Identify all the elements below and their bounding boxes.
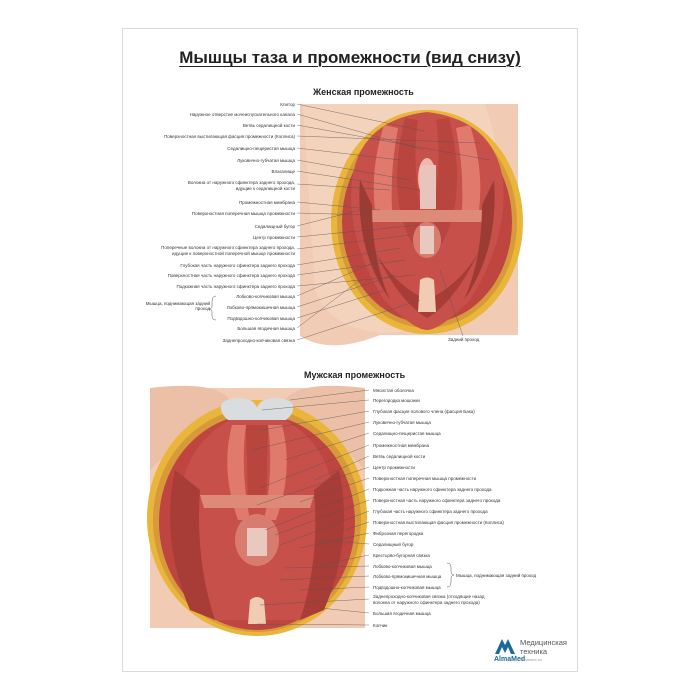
female-label: идущие к седалищной кости bbox=[235, 186, 295, 191]
male-label: волокна от наружного сфинктера заднего п… bbox=[373, 600, 480, 605]
female-label: Волокна от наружного сфинктера заднего п… bbox=[187, 180, 295, 185]
male-label: Глубокая фасция полового члена (фасция Б… bbox=[373, 409, 475, 414]
male-label: Подкожная часть наружного сфинктера задн… bbox=[373, 487, 492, 492]
male-group-label: Мышца, поднимающая задний проход bbox=[456, 573, 537, 578]
male-label: Седалищный бугор bbox=[373, 542, 414, 547]
female-section-title: Женская промежность bbox=[313, 87, 414, 97]
male-label: Центр промежности bbox=[373, 465, 415, 470]
male-label: Подвздошно-копчиковая мышца bbox=[373, 585, 441, 590]
female-label: Седалищно-пещеристая мышца bbox=[227, 146, 295, 151]
female-label: Луковично-губчатая мышца bbox=[237, 158, 295, 163]
male-label: Лобково-копчиковая мышца bbox=[373, 564, 432, 569]
almamed-logo-icon bbox=[495, 639, 515, 654]
male-label: Поверхностная выстилающая фасция промежн… bbox=[373, 520, 504, 525]
female-label: Ветвь седалищной кости bbox=[242, 123, 295, 128]
logo-line2: техника bbox=[520, 647, 548, 656]
male-label: Большая ягодичная мышца bbox=[373, 611, 431, 616]
female-group-label: Мышца, поднимающая задний проход bbox=[145, 301, 210, 311]
almamed-logo: AlmaMed Медицинская техника almamed.su bbox=[494, 637, 584, 667]
female-label: Поперечные волокна от наружного сфинктер… bbox=[161, 245, 295, 250]
male-perineum-illustration bbox=[147, 385, 367, 636]
female-label: Клитор bbox=[280, 102, 295, 107]
female-label: Заднепроходно-копчиковая связка bbox=[222, 338, 295, 343]
female-label: идущие к поверхностной поперечной мышце … bbox=[172, 251, 295, 256]
male-label: Промежностная мембрана bbox=[373, 443, 429, 448]
male-leader-lines bbox=[251, 389, 370, 626]
female-label: Лобково-копчиковая мышца bbox=[236, 294, 295, 299]
male-label: Глубокая часть наружного сфинктера задне… bbox=[373, 509, 488, 514]
male-label: Фиброзная перегородка bbox=[373, 531, 424, 536]
male-label: Копчик bbox=[373, 623, 388, 628]
female-label: Глубокая часть наружного сфинктера задне… bbox=[180, 263, 295, 268]
page-title: Мышцы таза и промежности (вид снизу) bbox=[179, 48, 521, 67]
female-label: Поверхностная поперечная мышца промежнос… bbox=[191, 211, 295, 216]
male-label: Крестцово-бугорная связка bbox=[373, 553, 430, 558]
male-label: Лобково-прямокишечная мышца bbox=[373, 574, 442, 579]
female-label: Лобково-прямокишечная мышца bbox=[226, 305, 295, 310]
female-perineum-illustration bbox=[300, 104, 523, 346]
male-label: Заднепроходно-копчиковая связка (отходящ… bbox=[373, 594, 485, 599]
female-label: Подвздошно-копчиковая мышца bbox=[227, 316, 295, 321]
female-anus-label: Задний проход bbox=[448, 337, 480, 342]
female-leader-lines bbox=[296, 103, 491, 341]
female-label: Промежностная мембрана bbox=[239, 200, 295, 205]
male-group-bracket bbox=[446, 562, 455, 588]
male-label: Ветвь седалищной кости bbox=[373, 454, 426, 459]
female-label: Наружное отверстие мочеиспускательного к… bbox=[189, 112, 295, 117]
female-label: Большая ягодичная мышца bbox=[237, 326, 295, 331]
male-label: Мясистая оболочка bbox=[373, 388, 414, 393]
female-label: Поверхностная часть наружного сфинктера … bbox=[167, 273, 295, 278]
logo-line1: Медицинская bbox=[520, 638, 567, 647]
male-section-title: Мужская промежность bbox=[304, 370, 406, 380]
female-label: Седалищный бугор bbox=[254, 224, 295, 229]
male-label: Перегородка мошонки bbox=[373, 398, 420, 403]
male-label: Поверхностная часть наружного сфинктера … bbox=[373, 498, 501, 503]
female-label: Поверхностная выстилающая фасция промежн… bbox=[164, 134, 295, 139]
female-label: Центр промежности bbox=[253, 235, 295, 240]
logo-url: almamed.su bbox=[520, 657, 542, 662]
male-label: Луковично-губчатая мышца bbox=[373, 420, 431, 425]
female-group-bracket bbox=[208, 295, 217, 321]
female-label: Влагалище bbox=[271, 169, 295, 174]
logo-name: AlmaMed bbox=[494, 656, 526, 663]
male-label: Поверхностная поперечная мышца промежнос… bbox=[373, 476, 477, 481]
male-label: Седалищно-пещеристая мышца bbox=[373, 431, 441, 436]
female-label: Подкожная часть наружного сфинктера задн… bbox=[176, 284, 295, 289]
